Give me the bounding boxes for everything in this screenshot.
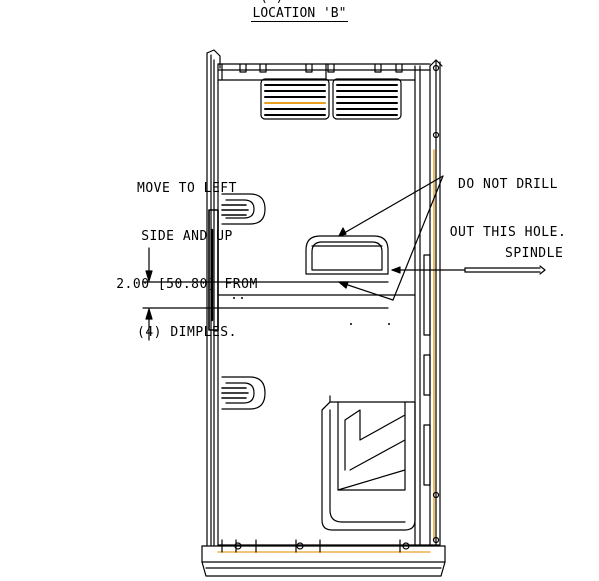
spindle-label: SPINDLE — [505, 246, 564, 261]
view-label-partial: ( ) — [260, 0, 283, 5]
move-note-line-3: 2.00 [50.80] FROM — [116, 277, 258, 292]
no-drill-note: DO NOT DRILL OUT THIS HOLE. — [440, 145, 576, 273]
dimple-upper — [221, 193, 266, 225]
right-wall — [414, 59, 443, 546]
move-note-line-4: (4) DIMPLES. — [137, 325, 237, 340]
reference-dots — [233, 297, 390, 325]
top-rim — [217, 63, 431, 81]
view-label-row: LOCATION 'B" — [0, 6, 599, 22]
move-note-line-1: MOVE TO LEFT — [137, 181, 237, 196]
lower-bracket — [321, 395, 416, 531]
bottom-base — [201, 539, 446, 577]
left-wall — [206, 49, 221, 546]
no-drill-note-line-2: OUT THIS HOLE. — [449, 225, 567, 240]
dimple-lower — [221, 376, 266, 410]
move-note: MOVE TO LEFT SIDE AND UP 2.00 [50.80] FR… — [112, 149, 262, 373]
view-label: LOCATION 'B" — [250, 6, 349, 22]
leader-lines — [338, 175, 444, 301]
move-note-line-2: SIDE AND UP — [141, 229, 233, 244]
vent-louvers — [260, 78, 402, 120]
spindle-arrow — [391, 265, 546, 275]
no-drill-note-line-1: DO NOT DRILL — [458, 177, 558, 192]
handle-bracket — [305, 235, 389, 275]
